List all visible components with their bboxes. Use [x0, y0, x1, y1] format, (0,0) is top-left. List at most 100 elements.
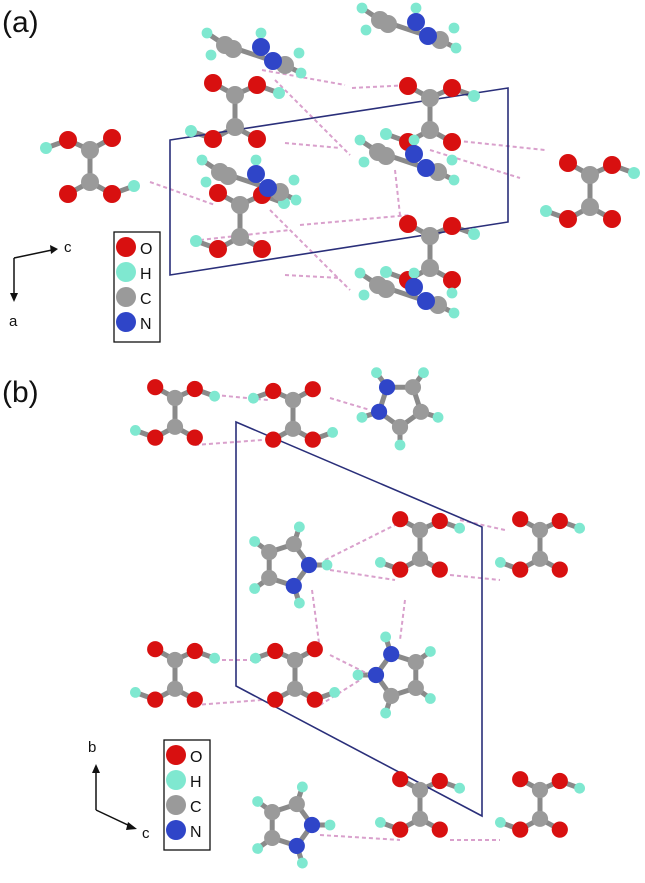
- atom-n: [405, 278, 423, 296]
- atom-h: [380, 266, 392, 278]
- atom-o: [248, 76, 266, 94]
- atom-o: [253, 240, 271, 258]
- atom-o: [59, 131, 77, 149]
- atom-c: [404, 379, 422, 396]
- atom-h: [375, 817, 386, 828]
- atom-n: [383, 645, 400, 663]
- atom-n: [300, 556, 318, 574]
- atom-o: [392, 771, 409, 788]
- hydrogen-bond: [284, 274, 341, 279]
- atom-c: [531, 550, 549, 567]
- atom-c: [531, 781, 549, 799]
- atom-o: [267, 691, 284, 708]
- atom-h: [296, 781, 308, 793]
- atom-h: [255, 27, 267, 39]
- atom-c: [379, 15, 397, 33]
- atom-c: [284, 391, 302, 409]
- atom-o: [443, 271, 461, 289]
- hydrogen-bonds-layer: [149, 69, 546, 841]
- atom-h: [468, 90, 480, 102]
- atom-c: [166, 418, 184, 435]
- atom-h: [288, 174, 300, 186]
- atom-c: [231, 228, 249, 246]
- atom-o: [551, 821, 568, 838]
- atom-o: [603, 210, 621, 228]
- atom-h: [201, 27, 213, 39]
- atom-c: [377, 280, 395, 298]
- atom-o: [265, 431, 282, 448]
- atom-h: [293, 47, 305, 59]
- atom-o: [431, 561, 448, 578]
- atom-h: [249, 583, 261, 594]
- atom-o: [512, 821, 529, 838]
- atom-o: [512, 511, 529, 528]
- atom-h: [324, 819, 336, 831]
- atom-o: [147, 429, 164, 446]
- hydrogen-bond: [329, 397, 371, 411]
- atom-h: [130, 425, 141, 436]
- panel-label-a: (a): [2, 6, 39, 39]
- atom-h: [446, 154, 458, 166]
- atom-h: [450, 42, 462, 54]
- atom-h: [273, 87, 285, 99]
- atom-h: [358, 289, 370, 301]
- atom-h: [495, 817, 506, 828]
- atom-n: [252, 38, 270, 56]
- atom-h: [454, 522, 465, 534]
- atom-c: [391, 418, 409, 436]
- atom-h: [321, 559, 333, 571]
- atom-o: [306, 641, 323, 658]
- atom-o: [186, 380, 203, 398]
- panel-label-b: (b): [2, 376, 39, 409]
- atom-o: [103, 185, 121, 203]
- atom-h: [408, 267, 420, 279]
- atom-h: [296, 857, 308, 869]
- atom-n: [303, 816, 321, 834]
- atom-o: [392, 561, 409, 578]
- atom-o: [443, 79, 461, 97]
- atom-h: [293, 521, 305, 533]
- atom-h: [250, 154, 262, 166]
- legend-b: O H C N: [163, 739, 211, 851]
- atom-o: [147, 641, 164, 658]
- atom-n: [247, 165, 265, 183]
- atom-h: [250, 652, 261, 664]
- atom-c: [407, 679, 424, 697]
- hydrogen-bond: [194, 699, 263, 706]
- atom-c: [264, 803, 281, 821]
- atom-h: [354, 267, 366, 279]
- legend-c: C: [190, 799, 202, 816]
- hydrogen-bond: [269, 209, 351, 291]
- atom-o: [551, 561, 568, 578]
- atom-h: [628, 167, 640, 179]
- atom-n: [417, 292, 435, 310]
- atom-h: [252, 843, 264, 854]
- atom-h: [418, 367, 429, 379]
- atom-h: [293, 597, 305, 609]
- atom-o: [559, 210, 577, 228]
- atom-h: [380, 631, 392, 643]
- atom-c: [261, 569, 278, 587]
- atom-o: [512, 561, 529, 578]
- atom-n: [407, 13, 425, 31]
- atom-c: [224, 40, 242, 58]
- atom-h: [448, 174, 460, 186]
- legend-h: H: [190, 774, 202, 791]
- atom-h: [424, 646, 436, 657]
- atom-c: [421, 89, 439, 107]
- atom-n: [259, 179, 277, 197]
- atom-h: [454, 782, 465, 794]
- atom-n: [285, 577, 302, 595]
- hydrogen-bond: [149, 181, 216, 206]
- axis-label-c: c: [64, 239, 72, 256]
- axis-label-a: a: [9, 313, 18, 330]
- atom-o: [186, 429, 203, 446]
- axis-indicator-a: c a: [9, 239, 72, 330]
- legend-o: O: [190, 749, 202, 766]
- atom-o: [204, 130, 222, 148]
- atom-h: [327, 427, 338, 438]
- atom-h: [448, 22, 460, 34]
- atom-h: [329, 687, 340, 698]
- atom-h: [358, 156, 370, 168]
- atom-c: [231, 196, 249, 214]
